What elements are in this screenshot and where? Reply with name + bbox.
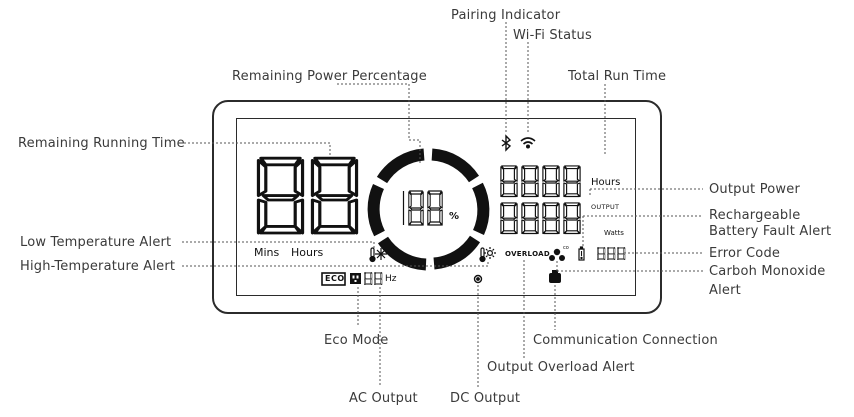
output-word: OUTPUT [591, 203, 620, 211]
label-dc-output: DC Output [450, 391, 521, 406]
label-low-temperature-alert: Low Temperature Alert [20, 235, 172, 250]
label-total-run-time: Total Run Time [568, 69, 667, 84]
eco-mode-icon [321, 272, 346, 286]
thermometer-snowflake-icon [369, 247, 387, 263]
big-digit-1 [256, 156, 305, 235]
label-output-power: Output Power [709, 182, 800, 197]
label-error-code: Error Code [709, 246, 781, 261]
wifi-icon [520, 137, 536, 149]
runtime-digits [500, 165, 581, 198]
label-output-overload-alert: Output Overload Alert [487, 360, 635, 375]
percent-digit-2 [408, 190, 424, 226]
co-alert-icon: co [549, 245, 569, 261]
runtime-unit: Hours [591, 177, 621, 188]
communication-icon [549, 270, 561, 283]
label-ac-output: AC Output [349, 391, 418, 406]
label-high-temperature-alert: High-Temperature Alert [20, 259, 176, 274]
percent-digit-3 [427, 190, 443, 226]
frequency-digits [364, 272, 383, 285]
output-digits [500, 202, 581, 235]
dc-output-icon [473, 274, 483, 284]
watts-unit: Watts [604, 229, 624, 237]
overload-word: OVERLOAD [505, 250, 550, 258]
error-code-digits [597, 247, 626, 260]
leader-lines [182, 22, 703, 387]
mins-label: Mins [254, 246, 280, 259]
big-digit-2 [310, 156, 359, 235]
label-pairing-indicator: Pairing Indicator [451, 8, 561, 23]
label-remaining-running-time: Remaining Running Time [18, 136, 185, 151]
battery-ring [367, 148, 490, 271]
bluetooth-icon [501, 134, 512, 152]
device-body [212, 100, 662, 314]
eco-word: ECO [325, 274, 345, 283]
thermometer-sun-icon [479, 247, 496, 263]
battery-fault-icon [578, 246, 585, 261]
hours-label: Hours [291, 246, 324, 259]
label-eco-mode: Eco Mode [324, 333, 389, 348]
label-battery-fault-alert: Battery Fault Alert [709, 224, 832, 239]
svg-text:co: co [563, 245, 569, 251]
label-carbon-monoxide: Carboh Monoxide [709, 264, 826, 279]
label-wifi-status: Wi-Fi Status [513, 28, 592, 43]
lcd-screen [236, 118, 636, 296]
label-remaining-power-percentage: Remaining Power Percentage [232, 69, 427, 84]
freq-unit: Hz [385, 274, 397, 284]
label-communication-connection: Communication Connection [533, 333, 718, 348]
percent-sign: % [449, 211, 460, 222]
ac-outlet-icon [350, 273, 361, 284]
label-rechargeable: Rechargeable [709, 208, 801, 223]
label-carbon-monoxide-alert: Alert [709, 283, 741, 298]
